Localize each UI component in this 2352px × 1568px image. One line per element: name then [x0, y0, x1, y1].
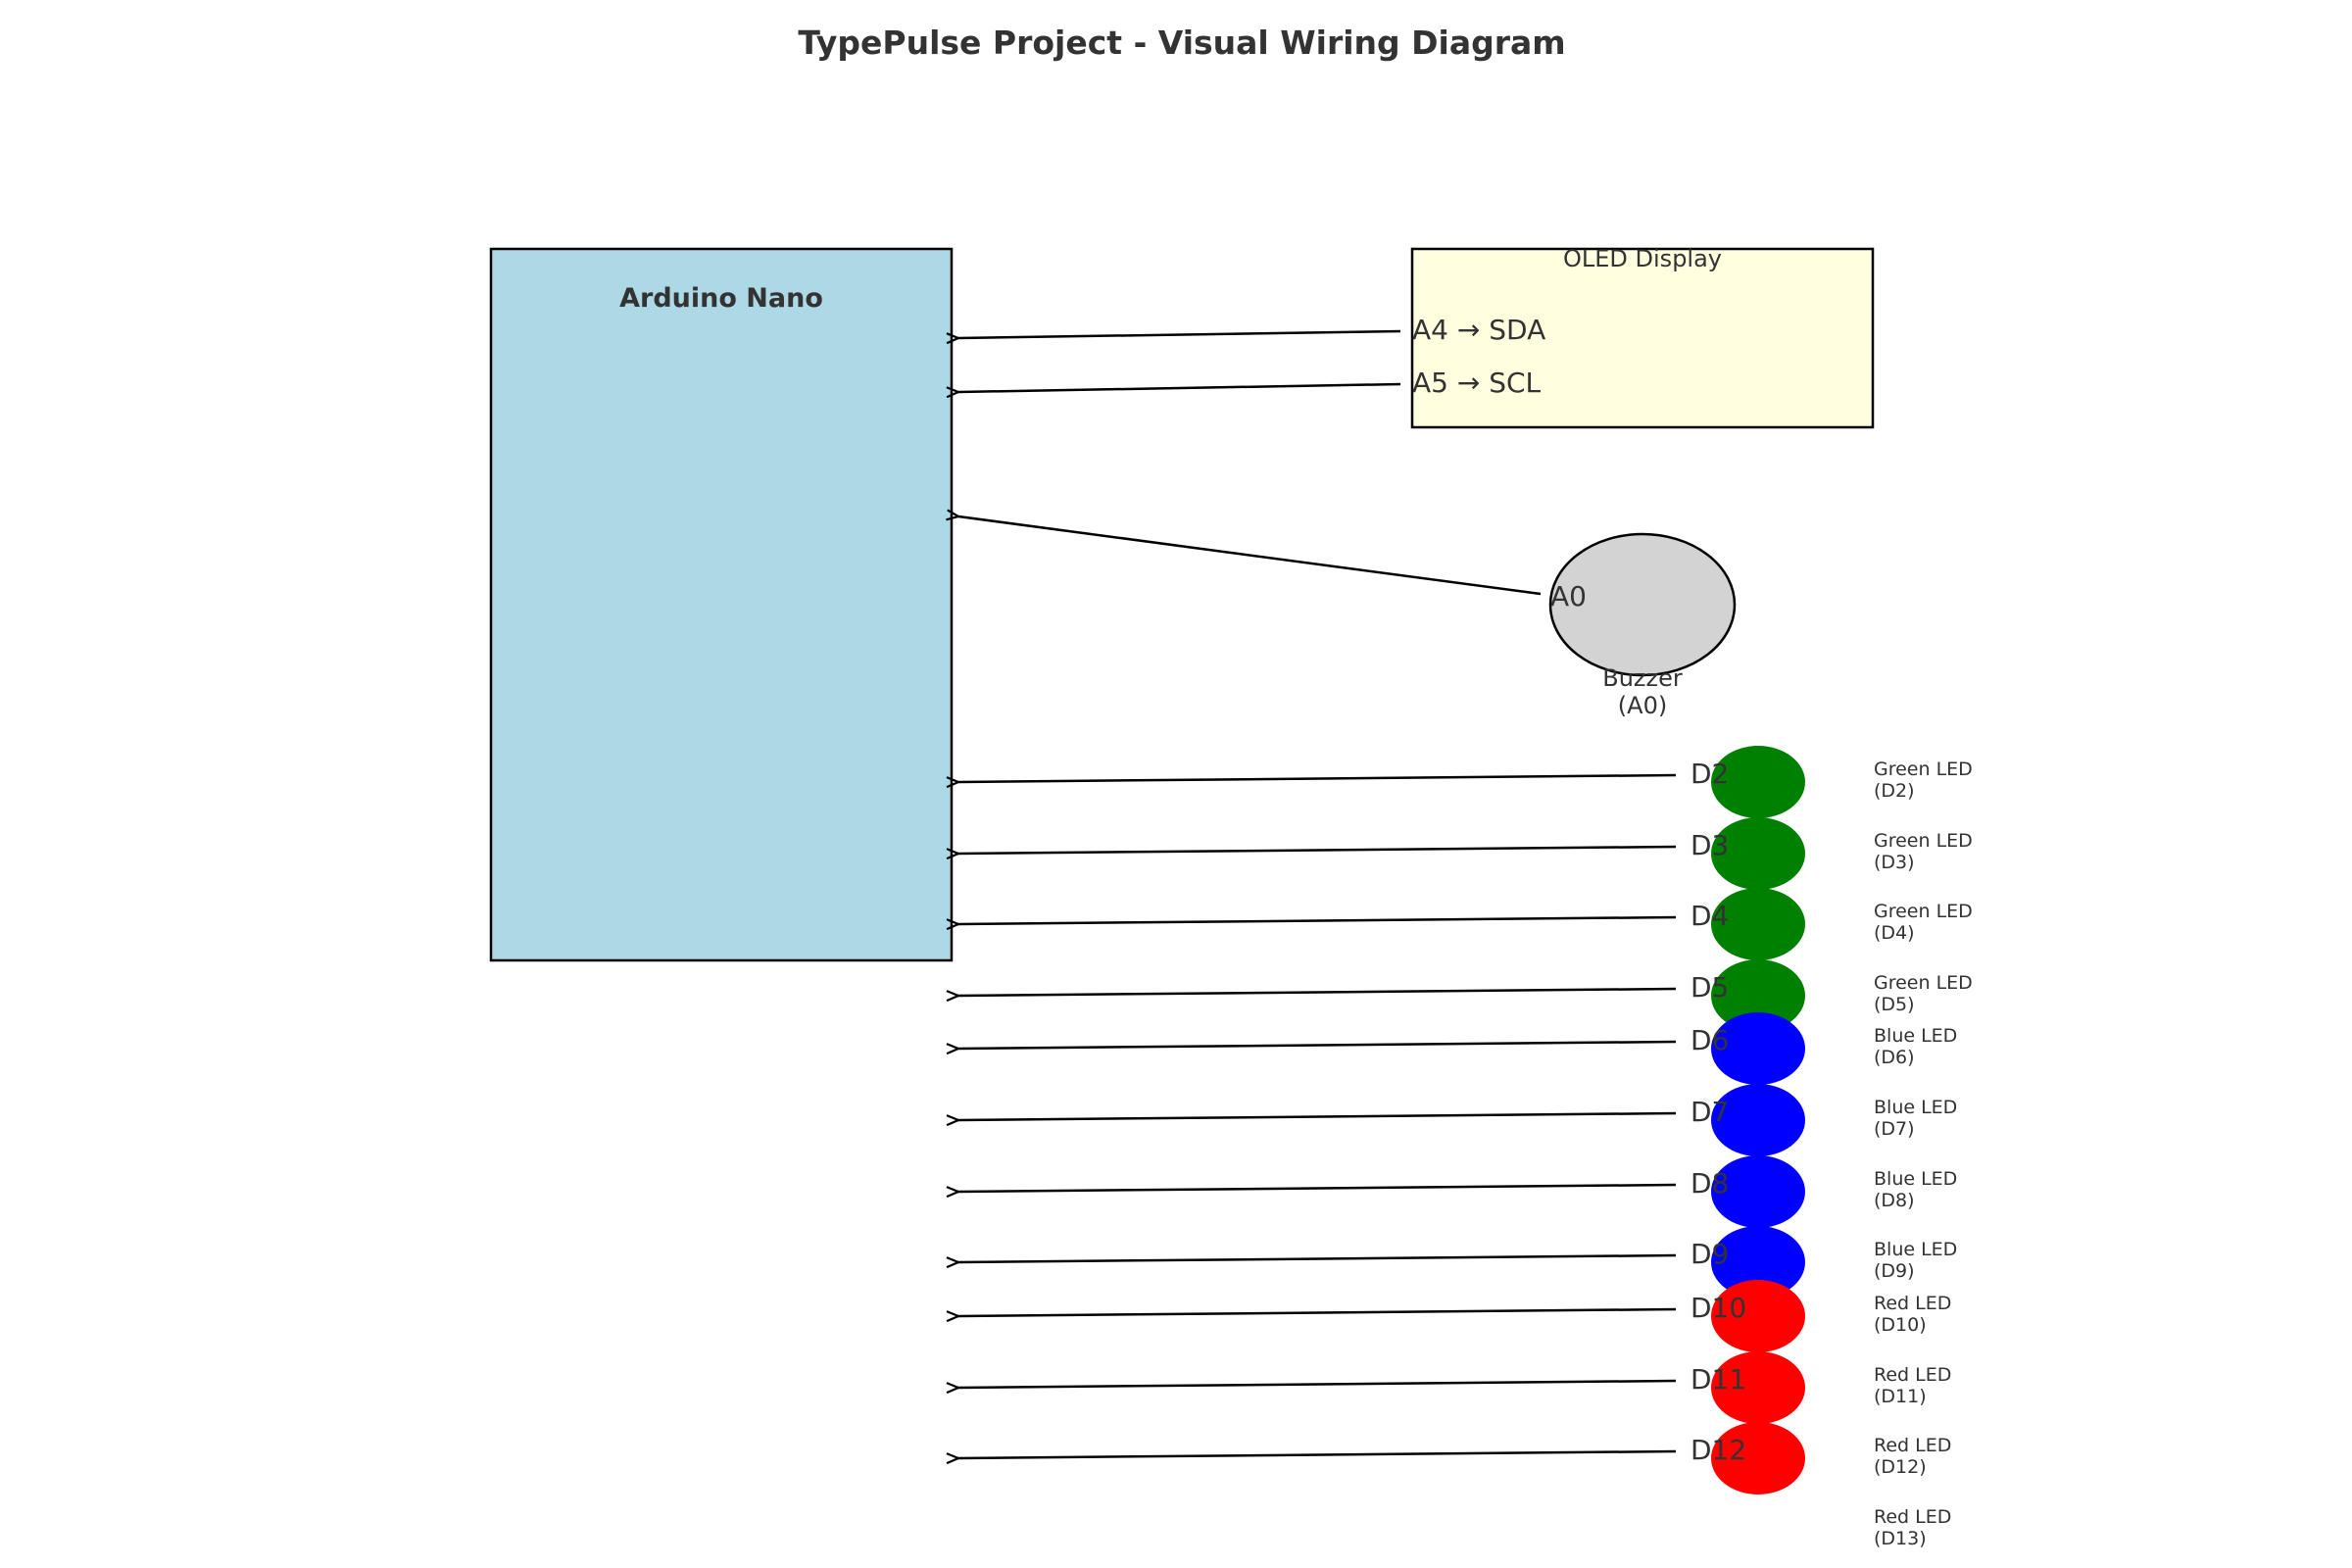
wire-led-6 [958, 1183, 1677, 1192]
wire-led-3 [958, 987, 1677, 996]
wire-buzzer [958, 516, 1542, 596]
wire-led-9 [958, 1379, 1677, 1388]
led-pin-note-0: (D2) [1874, 780, 1915, 802]
led-3 [1711, 959, 1805, 1032]
led-pin-note-11: (D13) [1874, 1528, 1927, 1549]
led-10 [1711, 1422, 1805, 1494]
diagram-title: TypePulse Project - Visual Wiring Diagra… [798, 24, 1565, 62]
arduino-nano-board [489, 247, 954, 962]
led-pin-note-1: (D3) [1874, 852, 1915, 873]
led-6 [1711, 1155, 1805, 1228]
led-pin-note-9: (D11) [1874, 1386, 1927, 1407]
wire-scl [958, 382, 1401, 392]
led-pin-label-2: D4 [1690, 900, 1729, 932]
wire-led-10 [958, 1449, 1677, 1458]
led-name-5: Blue LED [1874, 1097, 1957, 1118]
buzzer-pin-label: (A0) [1618, 692, 1667, 719]
led-name-11: Red LED [1874, 1506, 1951, 1528]
led-pin-note-7: (D9) [1874, 1260, 1915, 1282]
led-pin-note-10: (D12) [1874, 1456, 1927, 1478]
led-2 [1711, 888, 1805, 960]
led-9 [1711, 1351, 1805, 1424]
wire-led-2 [958, 915, 1677, 924]
led-name-6: Blue LED [1874, 1168, 1957, 1190]
led-name-1: Green LED [1874, 830, 1973, 852]
led-pin-label-8: D10 [1690, 1292, 1746, 1324]
wire-scl-label: A5 → SCL [1412, 367, 1542, 399]
buzzer-label: Buzzer [1602, 664, 1683, 692]
led-7 [1711, 1226, 1805, 1298]
led-1 [1711, 817, 1805, 890]
wire-led-0 [958, 773, 1677, 782]
led-name-0: Green LED [1874, 759, 1973, 780]
wire-sda-label: A4 → SDA [1412, 314, 1545, 346]
led-pin-note-2: (D4) [1874, 922, 1915, 944]
led-pin-label-6: D8 [1690, 1167, 1729, 1200]
wire-led-7 [958, 1253, 1677, 1262]
led-pin-label-7: D9 [1690, 1238, 1729, 1270]
led-8 [1711, 1280, 1805, 1352]
wire-sda [958, 329, 1401, 338]
led-pin-note-3: (D5) [1874, 994, 1915, 1015]
arduino-nano-label: Arduino Nano [619, 283, 823, 314]
wire-buzzer-label: A0 [1550, 580, 1587, 612]
led-name-10: Red LED [1874, 1435, 1951, 1456]
led-0 [1711, 746, 1805, 818]
led-4 [1711, 1012, 1805, 1085]
led-pin-note-5: (D7) [1874, 1118, 1915, 1140]
led-pin-label-10: D12 [1690, 1434, 1746, 1466]
led-pin-label-0: D2 [1690, 758, 1729, 790]
led-pin-label-1: D3 [1690, 829, 1729, 861]
led-name-8: Red LED [1874, 1293, 1951, 1314]
led-pin-note-8: (D10) [1874, 1314, 1927, 1336]
led-pin-note-4: (D6) [1874, 1047, 1915, 1068]
led-pin-label-3: D5 [1690, 971, 1729, 1004]
oled-display-label: OLED Display [1563, 245, 1722, 272]
led-name-9: Red LED [1874, 1364, 1951, 1386]
wire-led-8 [958, 1307, 1677, 1316]
wire-led-5 [958, 1111, 1677, 1120]
led-name-3: Green LED [1874, 972, 1973, 994]
wire-led-1 [958, 845, 1677, 854]
led-name-7: Blue LED [1874, 1239, 1957, 1260]
led-name-4: Blue LED [1874, 1025, 1957, 1047]
led-5 [1711, 1084, 1805, 1156]
buzzer [1548, 532, 1737, 677]
led-pin-label-9: D11 [1690, 1363, 1746, 1396]
led-pin-label-5: D7 [1690, 1096, 1729, 1128]
oled-display [1410, 247, 1875, 429]
led-pin-note-6: (D8) [1874, 1190, 1915, 1211]
led-name-2: Green LED [1874, 901, 1973, 922]
led-pin-label-4: D6 [1690, 1024, 1729, 1056]
wire-led-4 [958, 1040, 1677, 1049]
